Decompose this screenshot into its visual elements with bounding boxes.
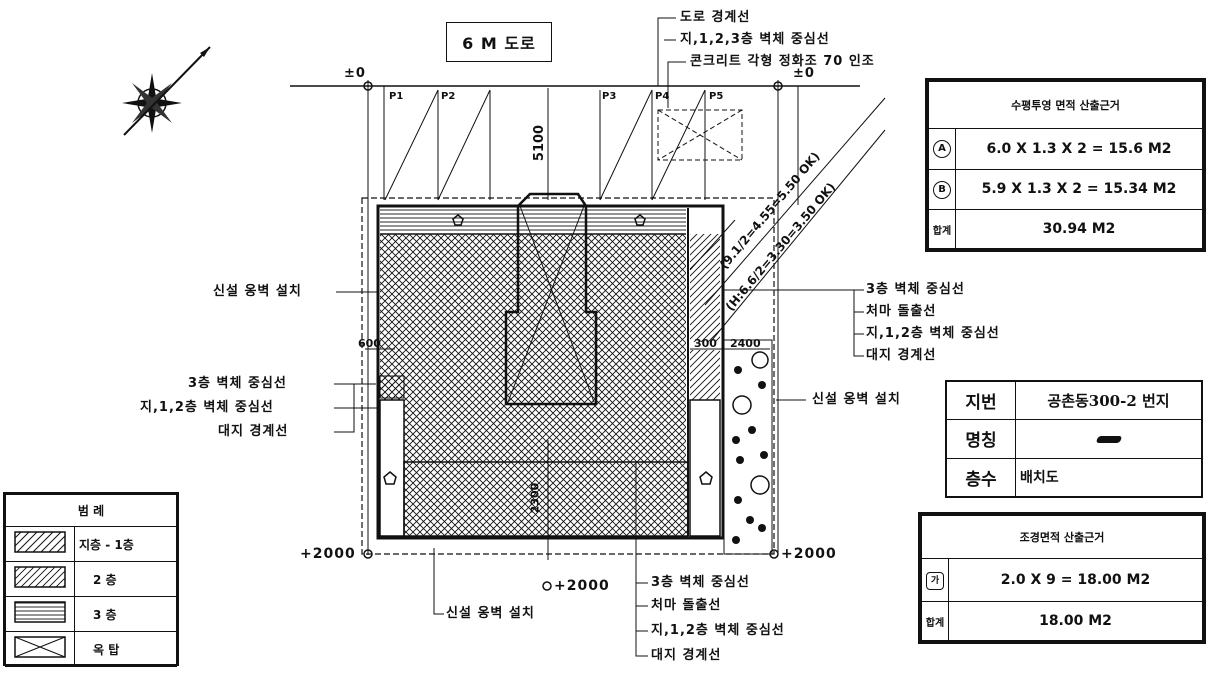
area-table-title: 수평투영 면적 산출근거	[928, 81, 1203, 129]
info-label-lot: 지번	[946, 380, 1016, 421]
note-retaining-wall-right: 신설 옹벽 설치	[812, 392, 901, 407]
note-eave-line-bottom: 처마 돌출선	[651, 598, 722, 613]
note-septic-tank: 콘크리트 각형 정화조 70 인조	[690, 54, 875, 69]
legend-swatch-lines	[5, 596, 75, 632]
road-title: 6 M 도로	[462, 34, 536, 53]
note-12f-centerline-bottom: 지,1,2층 벽체 중심선	[651, 623, 785, 638]
dimension-600: 600	[358, 337, 381, 350]
note-site-boundary-left: 대지 경계선	[218, 424, 289, 439]
legend-label: 옥 탑	[74, 631, 177, 667]
note-eave-line-right: 처마 돌출선	[866, 304, 937, 319]
level-marker-zero-left: ±0	[344, 66, 366, 81]
level-marker-zero-right: ±0	[793, 66, 815, 81]
note-3f-centerline-bottom: 3층 벽체 중심선	[651, 575, 750, 590]
marker-b-icon: B	[928, 168, 956, 211]
area-row-a: 6.0 X 1.3 X 2 = 15.6 M2	[955, 127, 1203, 170]
pole-label: P1	[389, 91, 404, 102]
info-table: 지번 공촌동300-2 번지 명칭 층수 배치도	[945, 380, 1203, 498]
area-row-b: 5.9 X 1.3 X 2 = 15.34 M2	[955, 168, 1203, 211]
note-3f-centerline-right: 3층 벽체 중심선	[866, 282, 965, 297]
dimension-2400: 2400	[730, 337, 761, 350]
landscape-total-label: 합계	[921, 601, 949, 641]
note-retaining-wall-left: 신설 옹벽 설치	[213, 284, 302, 299]
note-road-boundary: 도로 경계선	[680, 10, 751, 25]
note-12f-centerline-left: 지,1,2층 벽체 중심선	[140, 400, 274, 415]
area-total-label: 합계	[928, 209, 956, 249]
building-footprint	[376, 192, 725, 560]
legend-swatch-diag	[5, 526, 75, 562]
redacted-mark	[1095, 435, 1122, 443]
legend-swatch-cross	[5, 631, 75, 667]
info-label-floors: 층수	[946, 457, 1016, 498]
legend-box: 범 례 지층 - 1층 2 층 3 층 옥 탑	[3, 492, 179, 667]
level-marker-plus-bottom: +2000	[554, 578, 610, 594]
landscape-total: 18.00 M2	[948, 601, 1203, 641]
area-calc-table: 수평투영 면적 산출근거 A 6.0 X 1.3 X 2 = 15.6 M2 B…	[925, 78, 1206, 252]
legend-label: 3 층	[74, 596, 177, 632]
legend-label: 지층 - 1층	[74, 526, 177, 562]
site-boundary	[361, 197, 775, 555]
landscape-row: 2.0 X 9 = 18.00 M2	[948, 558, 1203, 603]
note-3f-centerline-left: 3층 벽체 중심선	[188, 376, 287, 391]
compass-rose-icon	[122, 46, 211, 136]
landscape-table-title: 조경면적 산출근거	[921, 514, 1203, 560]
pole-label: P2	[441, 91, 456, 102]
note-wall-centerline: 지,1,2,3층 벽체 중심선	[680, 32, 830, 47]
road-boundary	[290, 80, 860, 555]
dimension-300: 300	[694, 337, 717, 350]
info-value-lot: 공촌동300-2 번지	[1015, 380, 1202, 421]
note-12f-centerline-right: 지,1,2층 벽체 중심선	[866, 326, 1000, 341]
pole-label: P4	[655, 91, 670, 102]
level-marker-plus-br: +2000	[781, 546, 837, 562]
info-value-floors: 배치도	[1015, 457, 1202, 498]
info-label-name: 명칭	[946, 419, 1016, 459]
road-title-box: 6 M 도로	[446, 22, 552, 62]
pentagon-marker-icon: 가	[921, 558, 949, 603]
legend-title: 범 례	[5, 494, 177, 527]
info-value-name	[1015, 419, 1202, 459]
legend-swatch-dense	[5, 561, 75, 597]
septic-tank	[657, 109, 743, 161]
level-marker-plus-bl: +2000	[300, 546, 356, 562]
pole-label: P5	[709, 91, 724, 102]
parking-area	[384, 89, 706, 201]
note-retaining-wall-bottom: 신설 옹벽 설치	[446, 606, 535, 621]
dimension-5100: 5100	[532, 124, 548, 162]
dimension-2300: 2300	[528, 482, 542, 514]
legend-label: 2 층	[74, 561, 177, 597]
landscape-calc-table: 조경면적 산출근거 가 2.0 X 9 = 18.00 M2 합계 18.00 …	[918, 512, 1206, 644]
landscape-area	[723, 339, 773, 555]
pole-label: P3	[602, 91, 617, 102]
note-site-boundary-right: 대지 경계선	[866, 348, 937, 363]
area-total: 30.94 M2	[955, 209, 1203, 249]
note-site-boundary-bottom: 대지 경계선	[651, 648, 722, 663]
marker-a-icon: A	[928, 127, 956, 170]
